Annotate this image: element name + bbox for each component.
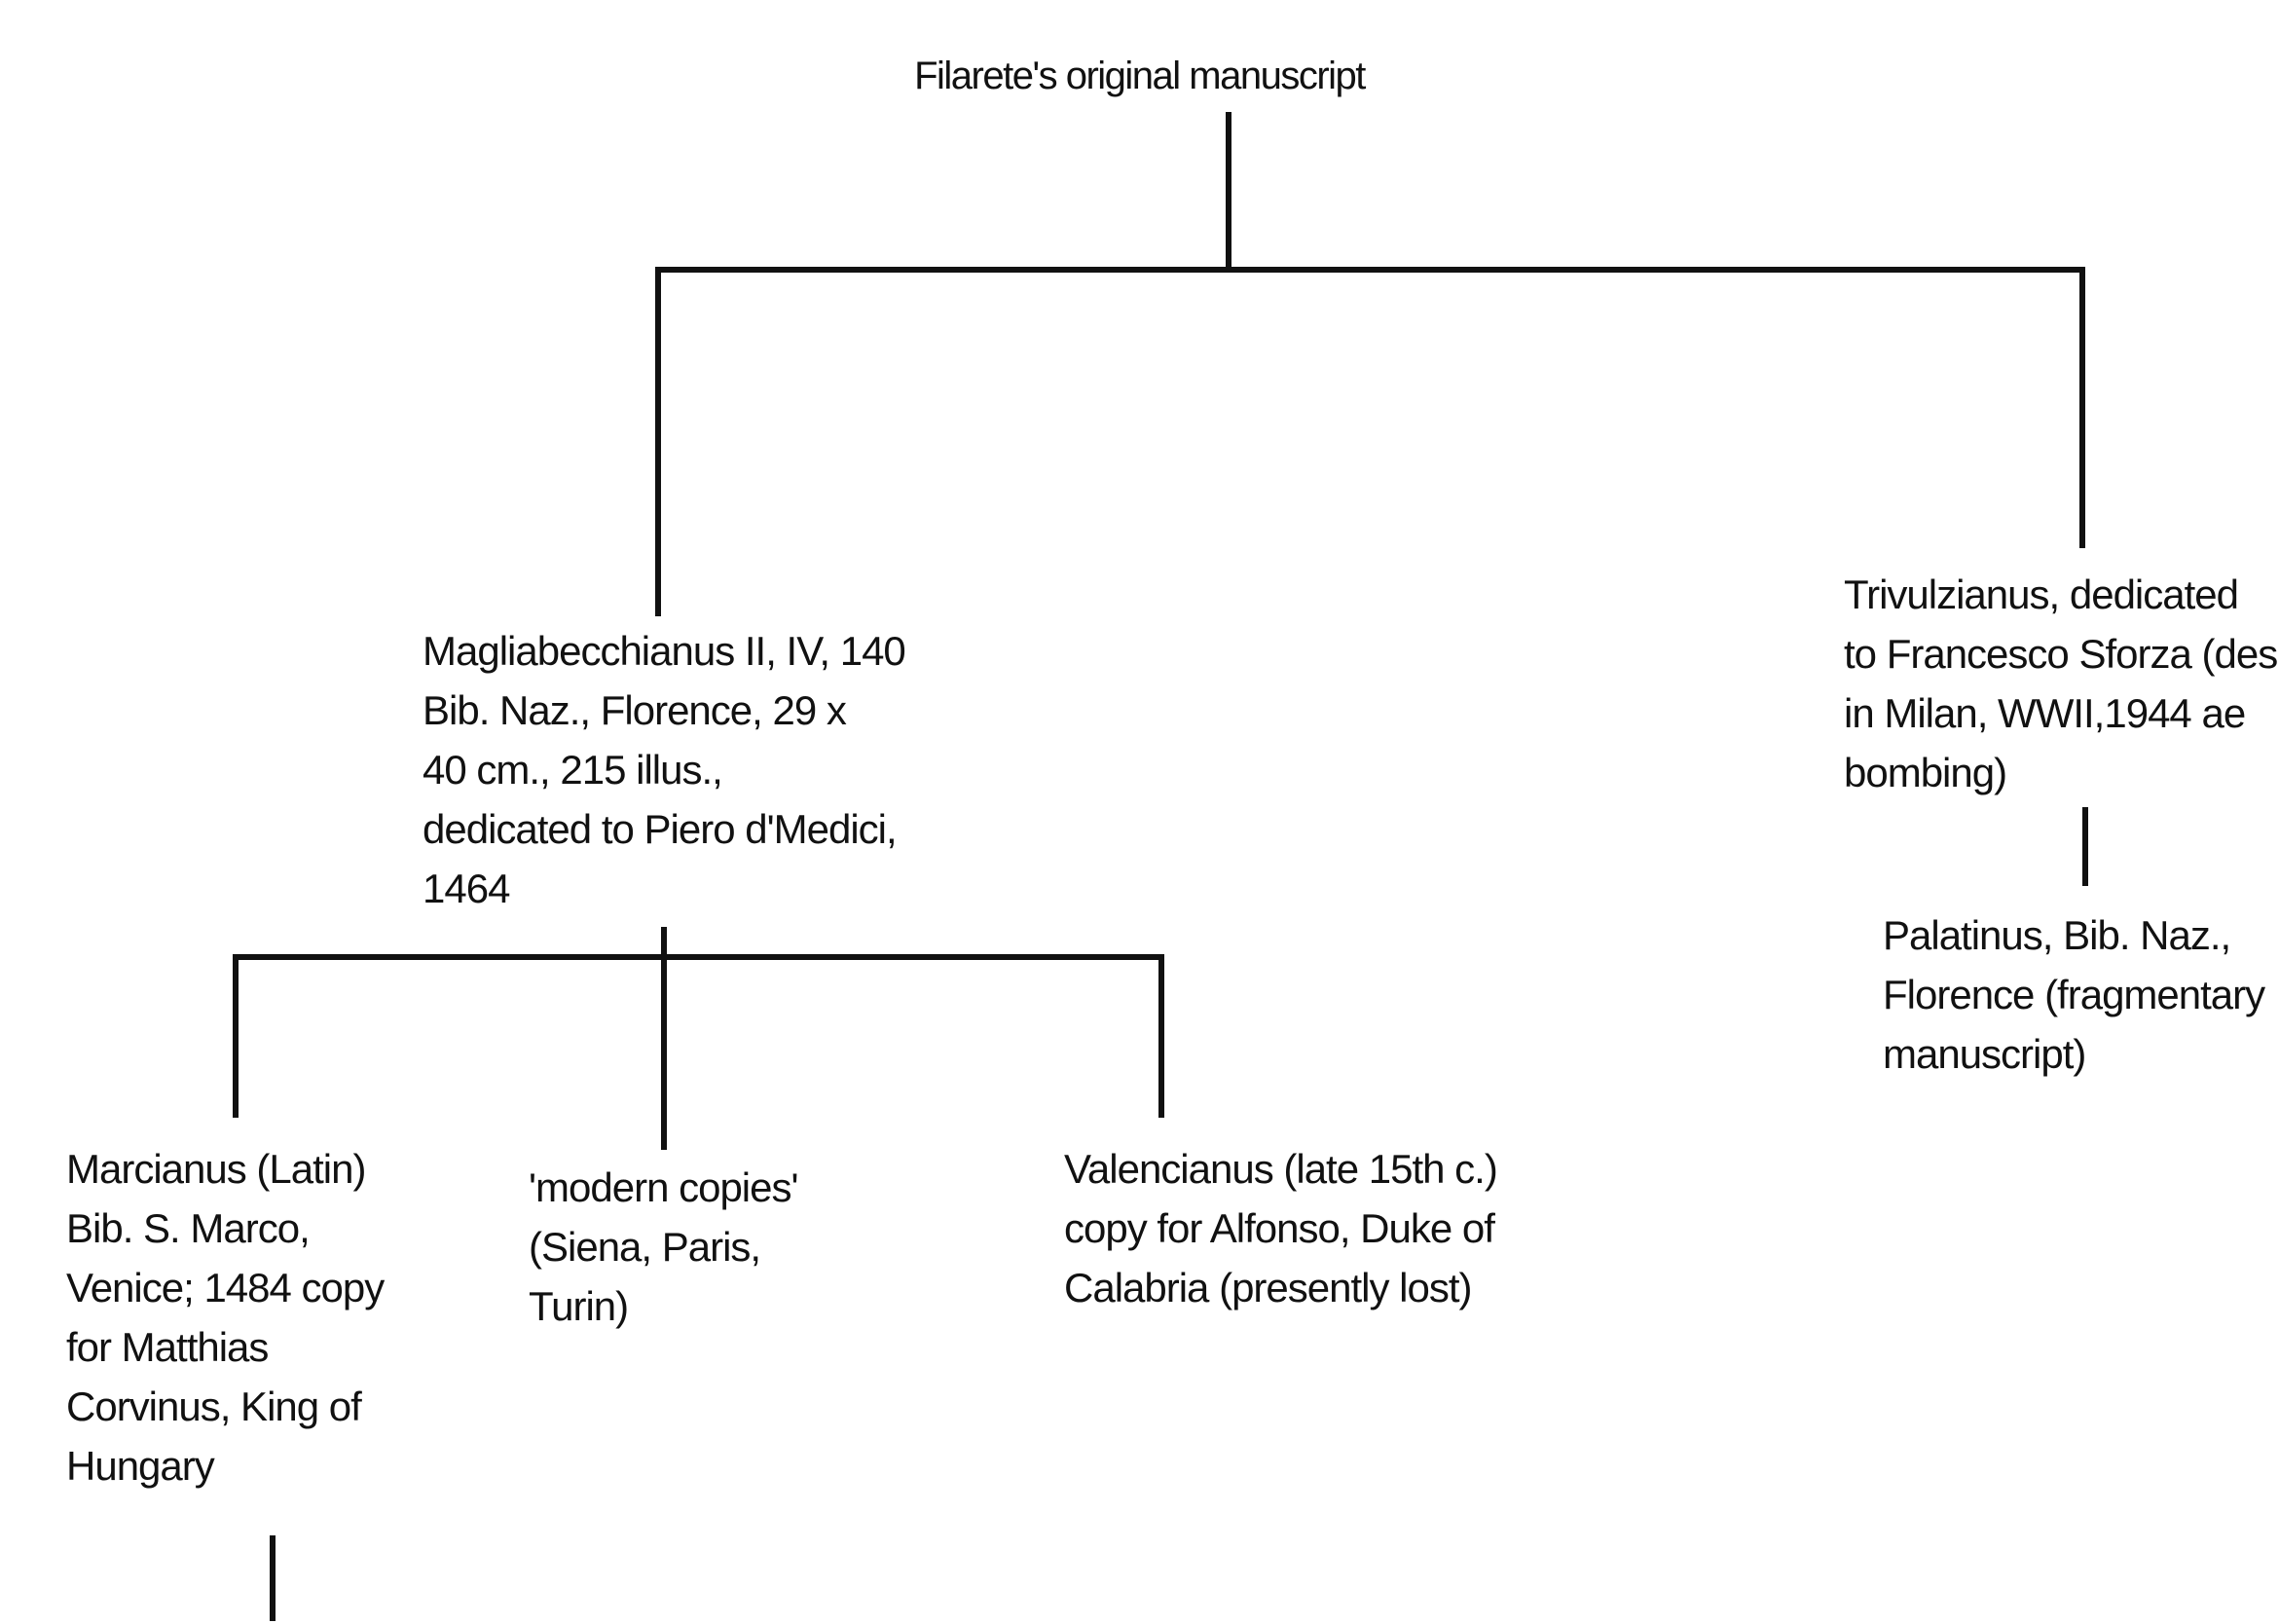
node-text-line: copy for Alfonso, Duke of (1064, 1205, 1495, 1251)
node-valencianus: Valencianus (late 15th c.) copy for Alfo… (1064, 1139, 1498, 1317)
node-text-line: Filarete's original manuscript (914, 55, 1366, 97)
node-text-line: Palatinus, Bib. Naz., (1883, 912, 2231, 958)
node-text-line: Bib. S. Marco, (66, 1205, 311, 1251)
node-text-line: 1464 (423, 866, 510, 911)
node-text-line: manuscript) (1883, 1031, 2086, 1077)
node-text-line: Venice; 1484 copy (66, 1265, 385, 1310)
node-text-line: Magliabecchianus II, IV, 140 (423, 628, 906, 674)
node-text-line: for Matthias (66, 1324, 269, 1370)
node-text-line: Florence (fragmentary (1883, 972, 2265, 1017)
node-text-line: Marcianus (Latin) (66, 1146, 366, 1192)
node-modern-copies: 'modern copies' (Siena, Paris, Turin) (529, 1158, 799, 1336)
node-text-line: Trivulzianus, dedicated (1844, 572, 2239, 617)
node-text-line: (Siena, Paris, (529, 1224, 761, 1270)
node-text-line: Hungary (66, 1443, 215, 1489)
node-text-line: Turin) (529, 1283, 629, 1329)
node-trivulzianus: Trivulzianus, dedicated to Francesco Sfo… (1844, 565, 2278, 802)
node-filarete-original: Filarete's original manuscript (0, 47, 2279, 106)
node-text-line: Bib. Naz., Florence, 29 x (423, 687, 847, 733)
node-text-line: 40 cm., 215 illus., (423, 747, 723, 793)
node-text-line: Corvinus, King of (66, 1384, 362, 1429)
node-magliabecchianus: Magliabecchianus II, IV, 140 Bib. Naz., … (423, 621, 906, 918)
node-marcianus: Marcianus (Latin) Bib. S. Marco, Venice;… (66, 1139, 385, 1495)
node-text-line: Calabria (presently lost) (1064, 1265, 1473, 1310)
node-text-line: dedicated to Piero d'Medici, (423, 806, 898, 852)
node-text-line: in Milan, WWII,1944 ae (1844, 690, 2246, 736)
node-text-line: to Francesco Sforza (des (1844, 631, 2278, 677)
node-text-line: 'modern copies' (529, 1164, 799, 1210)
node-palatinus: Palatinus, Bib. Naz., Florence (fragment… (1883, 905, 2265, 1084)
node-text-line: Valencianus (late 15th c.) (1064, 1146, 1498, 1192)
node-text-line: bombing) (1844, 750, 2007, 795)
